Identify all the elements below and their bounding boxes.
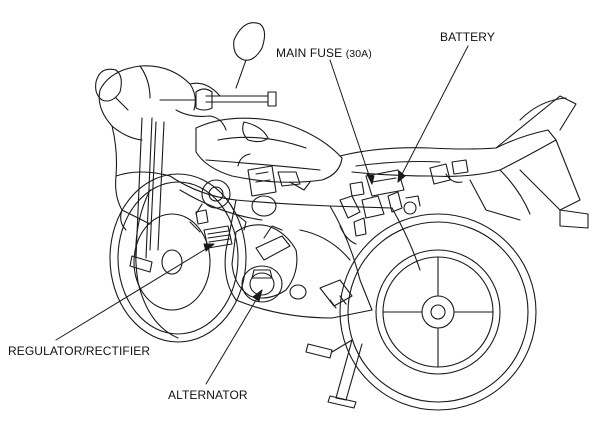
front-wheel [109,173,247,343]
side-stand [327,339,363,409]
front-fairing [98,65,221,231]
rear-wheel [339,213,537,411]
seat-and-tail [339,95,589,229]
handlebars [159,88,277,131]
footpeg [305,339,353,359]
battery-area [339,169,421,245]
fuel-tank [195,117,343,183]
regulator-rectifier-unit [189,209,233,249]
regulator-rectifier-label: REGULATOR/RECTIFIER [8,344,151,358]
main-fuse-arrowhead [366,173,375,185]
frame [169,175,421,319]
engine [231,224,353,309]
leader-lines [55,45,469,385]
alternator-leader [205,289,263,385]
main-fuse-label: MAIN FUSE (30A) [276,46,372,60]
alternator-label: ALTERNATOR [168,388,248,402]
main-fuse-label-text: MAIN FUSE [276,46,343,60]
battery-arrowhead [397,170,406,183]
main-fuse-rating: (30A) [345,48,372,60]
rear-connectors [429,159,469,185]
mirrors [95,22,266,111]
alternator-arrowhead [252,289,263,302]
battery-label: BATTERY [440,30,495,44]
main-fuse-leader [329,59,373,185]
regulator-leader [55,243,215,341]
regulator-arrowhead [203,243,215,252]
battery-leader [397,45,469,183]
front-fork [129,117,165,273]
